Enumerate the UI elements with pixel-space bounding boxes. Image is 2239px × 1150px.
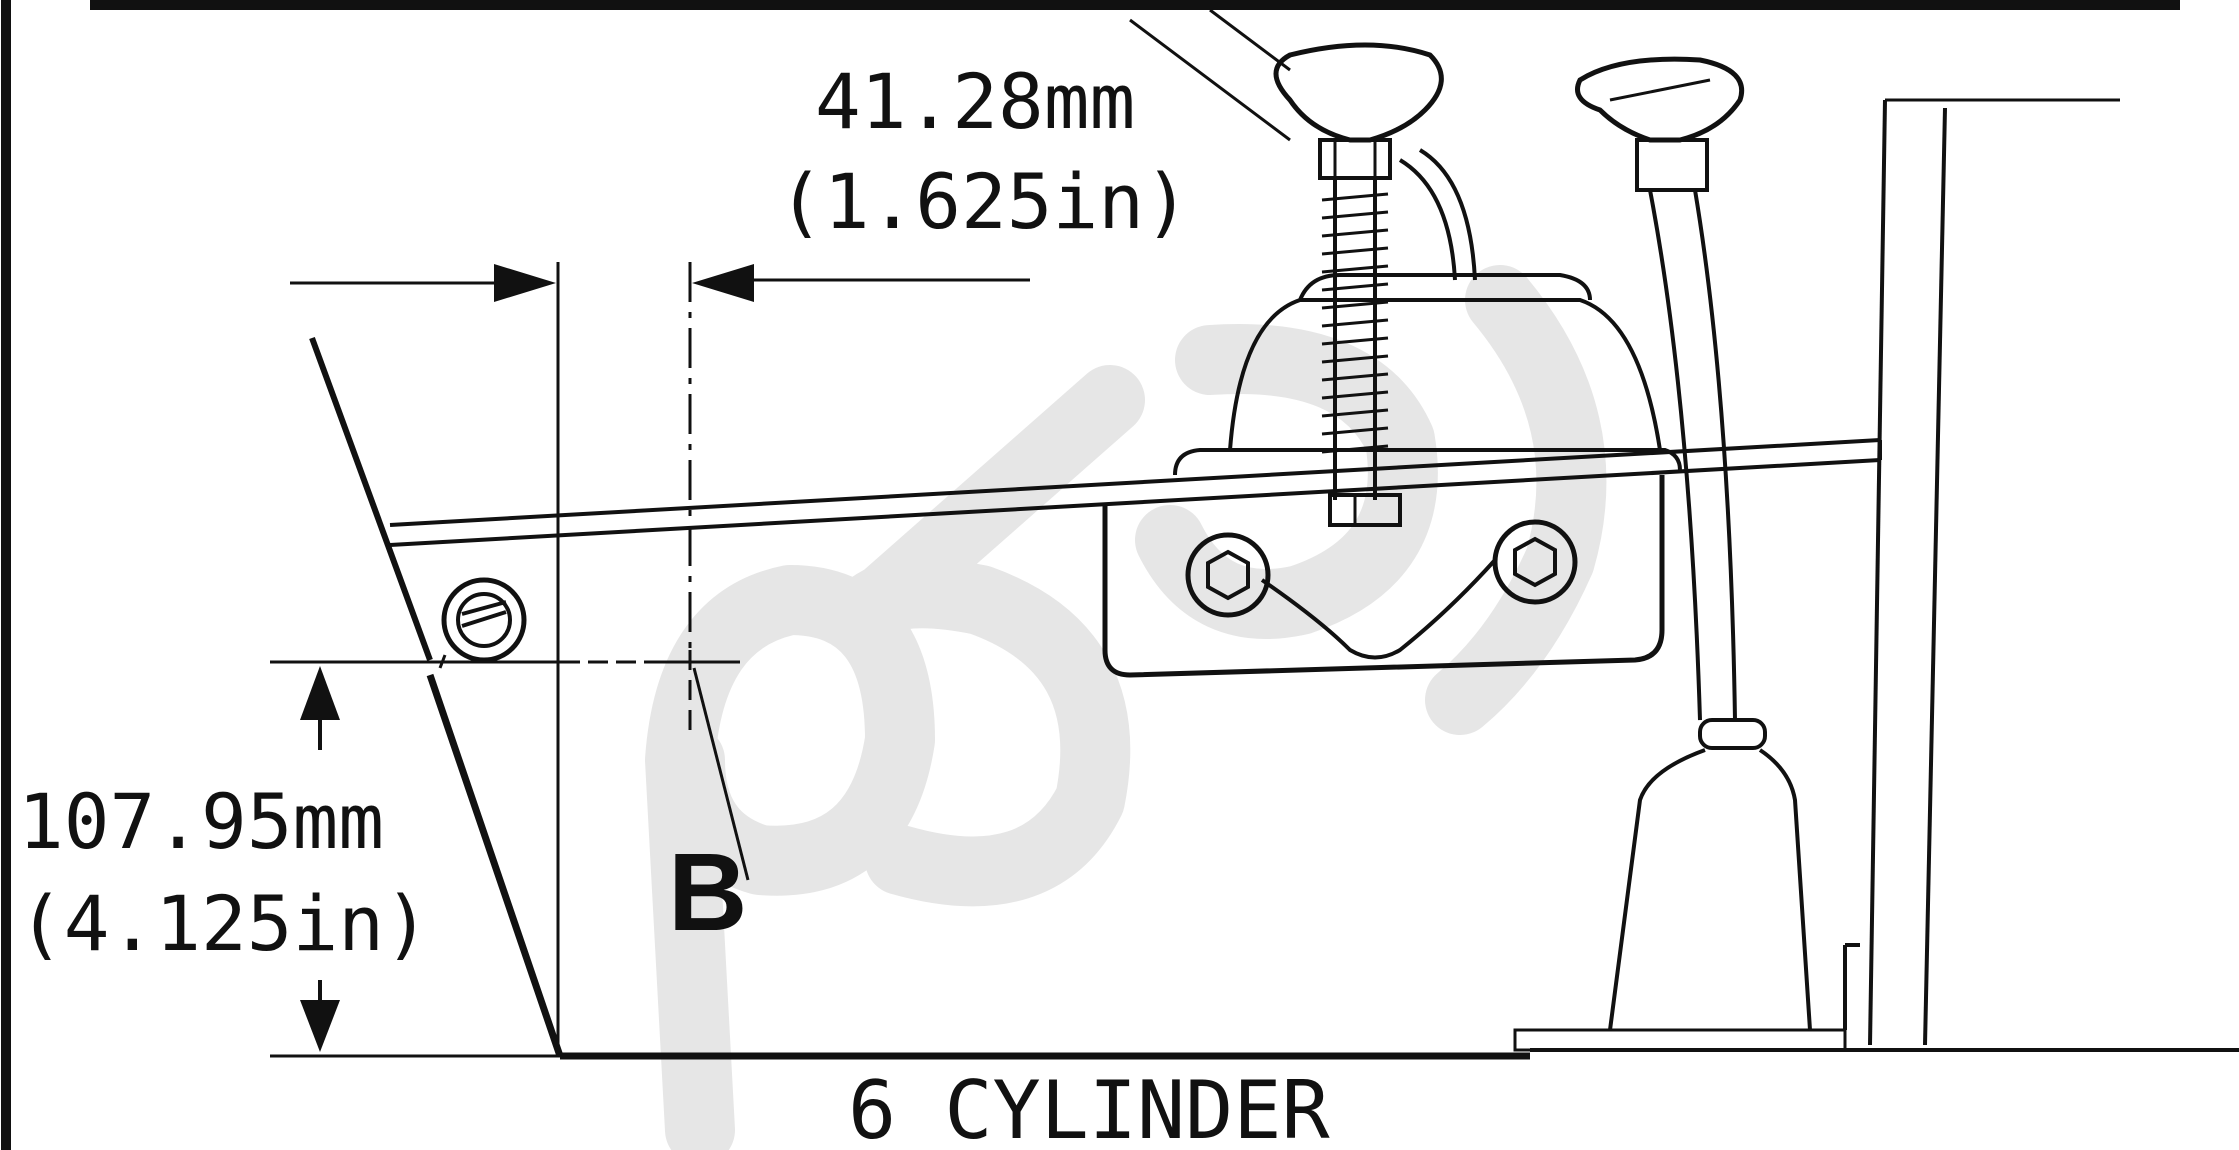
- control-lever: [1575, 56, 1812, 1031]
- adjusting-screw: [441, 577, 527, 663]
- callout-leader: [692, 667, 750, 881]
- vertical-dimension: [300, 666, 340, 1052]
- horizontal-dimension: [290, 264, 1030, 302]
- right-housing: [1843, 98, 2120, 1046]
- base-floor: [270, 1028, 2239, 1060]
- dimension-reference-lines: [270, 262, 740, 1056]
- callout-label-b: B: [668, 831, 747, 954]
- spring-adjuster: [1102, 8, 1682, 678]
- horizontal-dimension-imperial: (1.625in): [778, 157, 1190, 246]
- watermark: [645, 265, 1607, 1150]
- vertical-dimension-metric: 107.95mm: [18, 777, 384, 866]
- control-rod: [389, 438, 1882, 547]
- diagram-caption: 6 CYLINDER: [848, 1064, 1330, 1150]
- horizontal-dimension-metric: 41.28mm: [815, 57, 1135, 146]
- vertical-dimension-imperial: (4.125in): [18, 879, 430, 968]
- frame: [1, 0, 2180, 1150]
